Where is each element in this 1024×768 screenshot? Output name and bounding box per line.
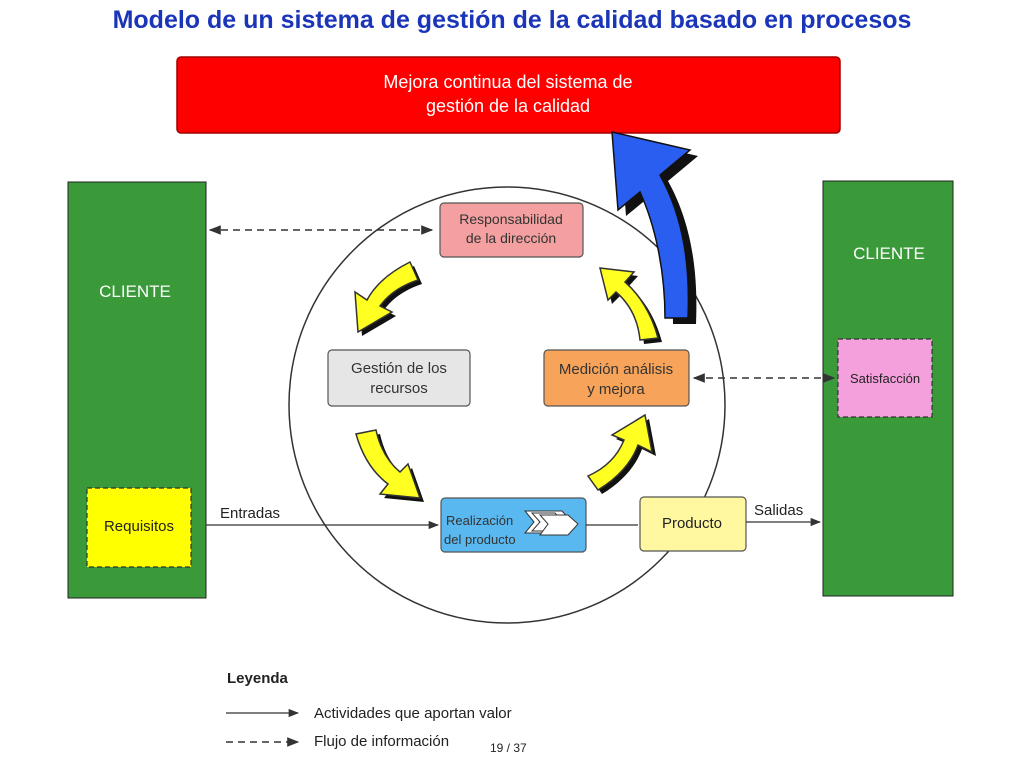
cycle-arrow-top-right-icon	[599, 267, 662, 344]
realization-line1: Realización	[446, 513, 513, 528]
improvement-arrow-icon	[611, 131, 698, 324]
management-line1: Responsabilidad	[459, 211, 563, 227]
resource-management-box: Gestión de los recursos	[327, 349, 471, 407]
continuous-improvement-box: Mejora continua del sistema de gestión d…	[176, 56, 841, 134]
requirements-box	[86, 487, 192, 568]
realization-line2: del producto	[444, 532, 516, 547]
requirements-label: Requisitos	[104, 518, 174, 535]
slide-number: 19 / 37	[490, 741, 527, 755]
process-cycle-circle	[288, 186, 726, 624]
legend-value-activities: Actividades que aportan valor	[314, 705, 512, 722]
resources-line1: Gestión de los	[351, 360, 447, 377]
measurement-line2: y mejora	[587, 381, 645, 398]
right-client-panel: CLIENTE Satisfacción	[822, 180, 954, 597]
product-realization-box: Realización del producto	[440, 497, 587, 553]
legend-information-flow: Flujo de información	[314, 733, 449, 750]
management-line2: de la dirección	[466, 230, 556, 246]
chevron-flow-icon	[523, 510, 579, 536]
product-label: Producto	[662, 515, 722, 532]
continuous-improvement-line2: gestión de la calidad	[426, 96, 590, 116]
left-client-panel: CLIENTE Requisitos	[67, 181, 207, 599]
legend: Leyenda Actividades que aportan valor Fl…	[226, 670, 512, 750]
satisfaction-label: Satisfacción	[850, 371, 920, 386]
cycle-arrow-top-left-icon	[354, 260, 422, 336]
product-box: Producto	[639, 496, 747, 552]
measurement-box: Medición análisis y mejora	[543, 349, 690, 407]
satisfaction-box	[837, 338, 933, 418]
continuous-improvement-line1: Mejora continua del sistema de	[383, 72, 632, 92]
page-title: Modelo de un sistema de gestión de la ca…	[112, 6, 912, 34]
cycle-arrow-bottom-left-icon	[355, 429, 424, 502]
legend-title: Leyenda	[227, 670, 289, 687]
outputs-label: Salidas	[754, 502, 803, 519]
right-client-label: CLIENTE	[853, 244, 925, 263]
inputs-label: Entradas	[220, 505, 280, 522]
measurement-line1: Medición análisis	[559, 361, 673, 378]
resources-line2: recursos	[370, 380, 428, 397]
left-client-label: CLIENTE	[99, 282, 171, 301]
management-responsibility-box: Responsabilidad de la dirección	[439, 202, 584, 258]
cycle-arrow-bottom-right-icon	[586, 413, 656, 494]
